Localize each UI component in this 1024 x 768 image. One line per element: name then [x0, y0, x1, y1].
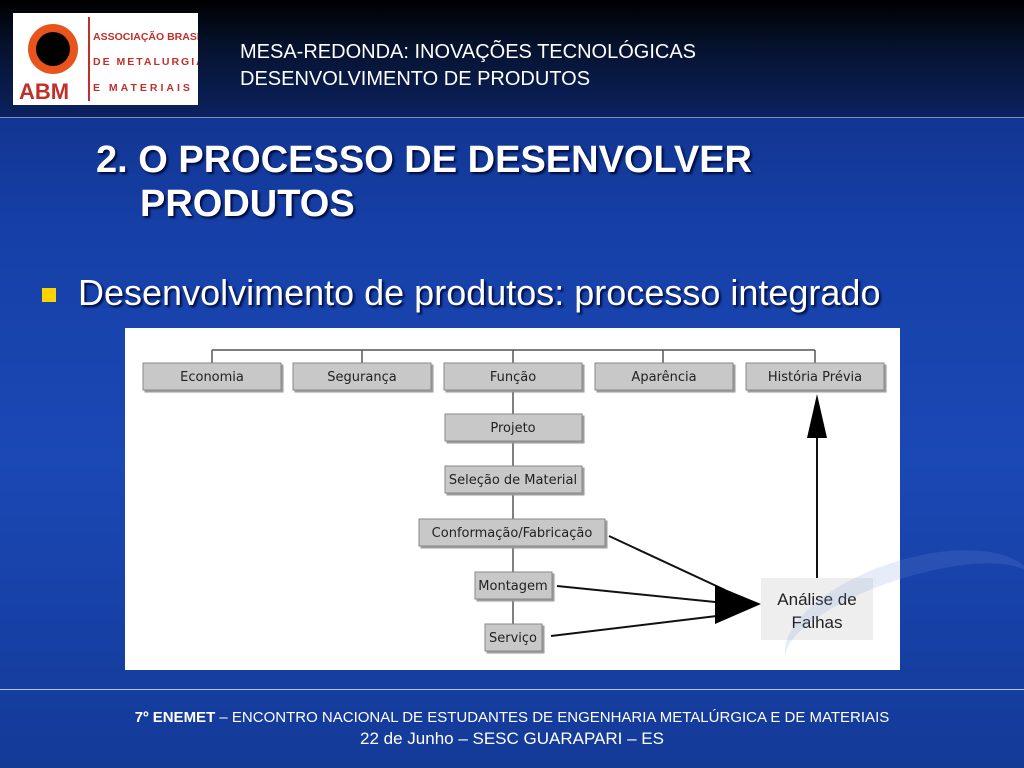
arrowhead-right-icon	[715, 585, 761, 624]
box-projeto: Projeto	[444, 413, 583, 442]
process-diagram: Economia Segurança Função Aparência Hist…	[125, 328, 900, 670]
box-historia-previa: História Prévia	[745, 362, 885, 391]
box-analise-falhas-line-2: Falhas	[791, 613, 842, 632]
logo-line-2: DE METALURGIA	[93, 56, 198, 68]
top-row: Economia Segurança Função Aparência Hist…	[142, 362, 885, 391]
footer: 7º ENEMET – ENCONTRO NACIONAL DE ESTUDAN…	[0, 708, 1024, 750]
box-analise-falhas-line-1: Análise de	[777, 590, 856, 609]
feedback-arrows	[550, 436, 818, 637]
box-aparencia: Aparência	[594, 362, 734, 391]
process-diagram-svg: Economia Segurança Função Aparência Hist…	[142, 349, 885, 652]
footer-event-desc: – ENCONTRO NACIONAL DE ESTUDANTES DE ENG…	[215, 709, 890, 726]
logo-line-3: E MATERIAIS	[93, 82, 193, 94]
box-aparencia-label: Aparência	[631, 370, 696, 385]
box-projeto-label: Projeto	[490, 421, 535, 436]
arrowhead-up-icon	[807, 394, 827, 438]
chain: Projeto Seleção de Material Conformação/…	[418, 413, 606, 652]
arrow-servico-to-analise	[550, 614, 726, 637]
box-servico: Serviço	[484, 623, 543, 652]
box-economia: Economia	[142, 362, 282, 391]
box-selecao-material: Seleção de Material	[444, 465, 583, 494]
footer-event: 7º ENEMET	[134, 709, 216, 726]
arrow-conformacao-to-analise	[608, 535, 726, 591]
footer-divider	[0, 689, 1024, 690]
box-economia-label: Economia	[180, 370, 244, 385]
box-funcao: Função	[443, 362, 583, 391]
top-bracket	[211, 349, 816, 363]
box-seguranca: Segurança	[292, 362, 432, 391]
box-historia-previa-label: História Prévia	[768, 370, 862, 385]
header-title-line-1: MESA-REDONDA: INOVAÇÕES TECNOLÓGICAS	[240, 41, 697, 63]
header-title: MESA-REDONDA: INOVAÇÕES TECNOLÓGICAS DES…	[240, 39, 696, 93]
arrow-montagem-to-analise	[556, 585, 726, 604]
box-funcao-label: Função	[490, 370, 536, 385]
bullet-square-icon	[42, 288, 56, 302]
logo-abbr: ABM	[19, 79, 69, 104]
box-selecao-material-label: Seleção de Material	[449, 473, 577, 488]
box-servico-label: Serviço	[489, 631, 537, 646]
box-montagem-label: Montagem	[478, 579, 547, 594]
footer-line-1: 7º ENEMET – ENCONTRO NACIONAL DE ESTUDAN…	[0, 708, 1024, 728]
box-analise-falhas: Análise de Falhas	[761, 578, 873, 640]
box-montagem: Montagem	[474, 571, 553, 600]
header-title-line-2: DESENVOLVIMENTO DE PRODUTOS	[240, 68, 591, 90]
footer-line-2: 22 de Junho – SESC GUARAPARI – ES	[360, 729, 664, 748]
logo-line-1: ASSOCIAÇÃO BRASILEIRA	[93, 30, 198, 43]
slide-heading-line-1: 2. O PROCESSO DE DESENVOLVER	[96, 139, 753, 181]
bullet-text: Desenvolvimento de produtos: processo in…	[78, 272, 881, 313]
box-conformacao: Conformação/Fabricação	[418, 518, 606, 547]
abm-logo: ABM ASSOCIAÇÃO BRASILEIRA DE METALURGIA …	[13, 13, 198, 105]
box-conformacao-label: Conformação/Fabricação	[432, 526, 593, 541]
slide-heading: 2. O PROCESSO DE DESENVOLVER PRODUTOS	[96, 138, 752, 226]
header-divider	[0, 117, 1024, 118]
box-seguranca-label: Segurança	[327, 370, 396, 385]
slide-heading-line-2: PRODUTOS	[140, 183, 355, 225]
